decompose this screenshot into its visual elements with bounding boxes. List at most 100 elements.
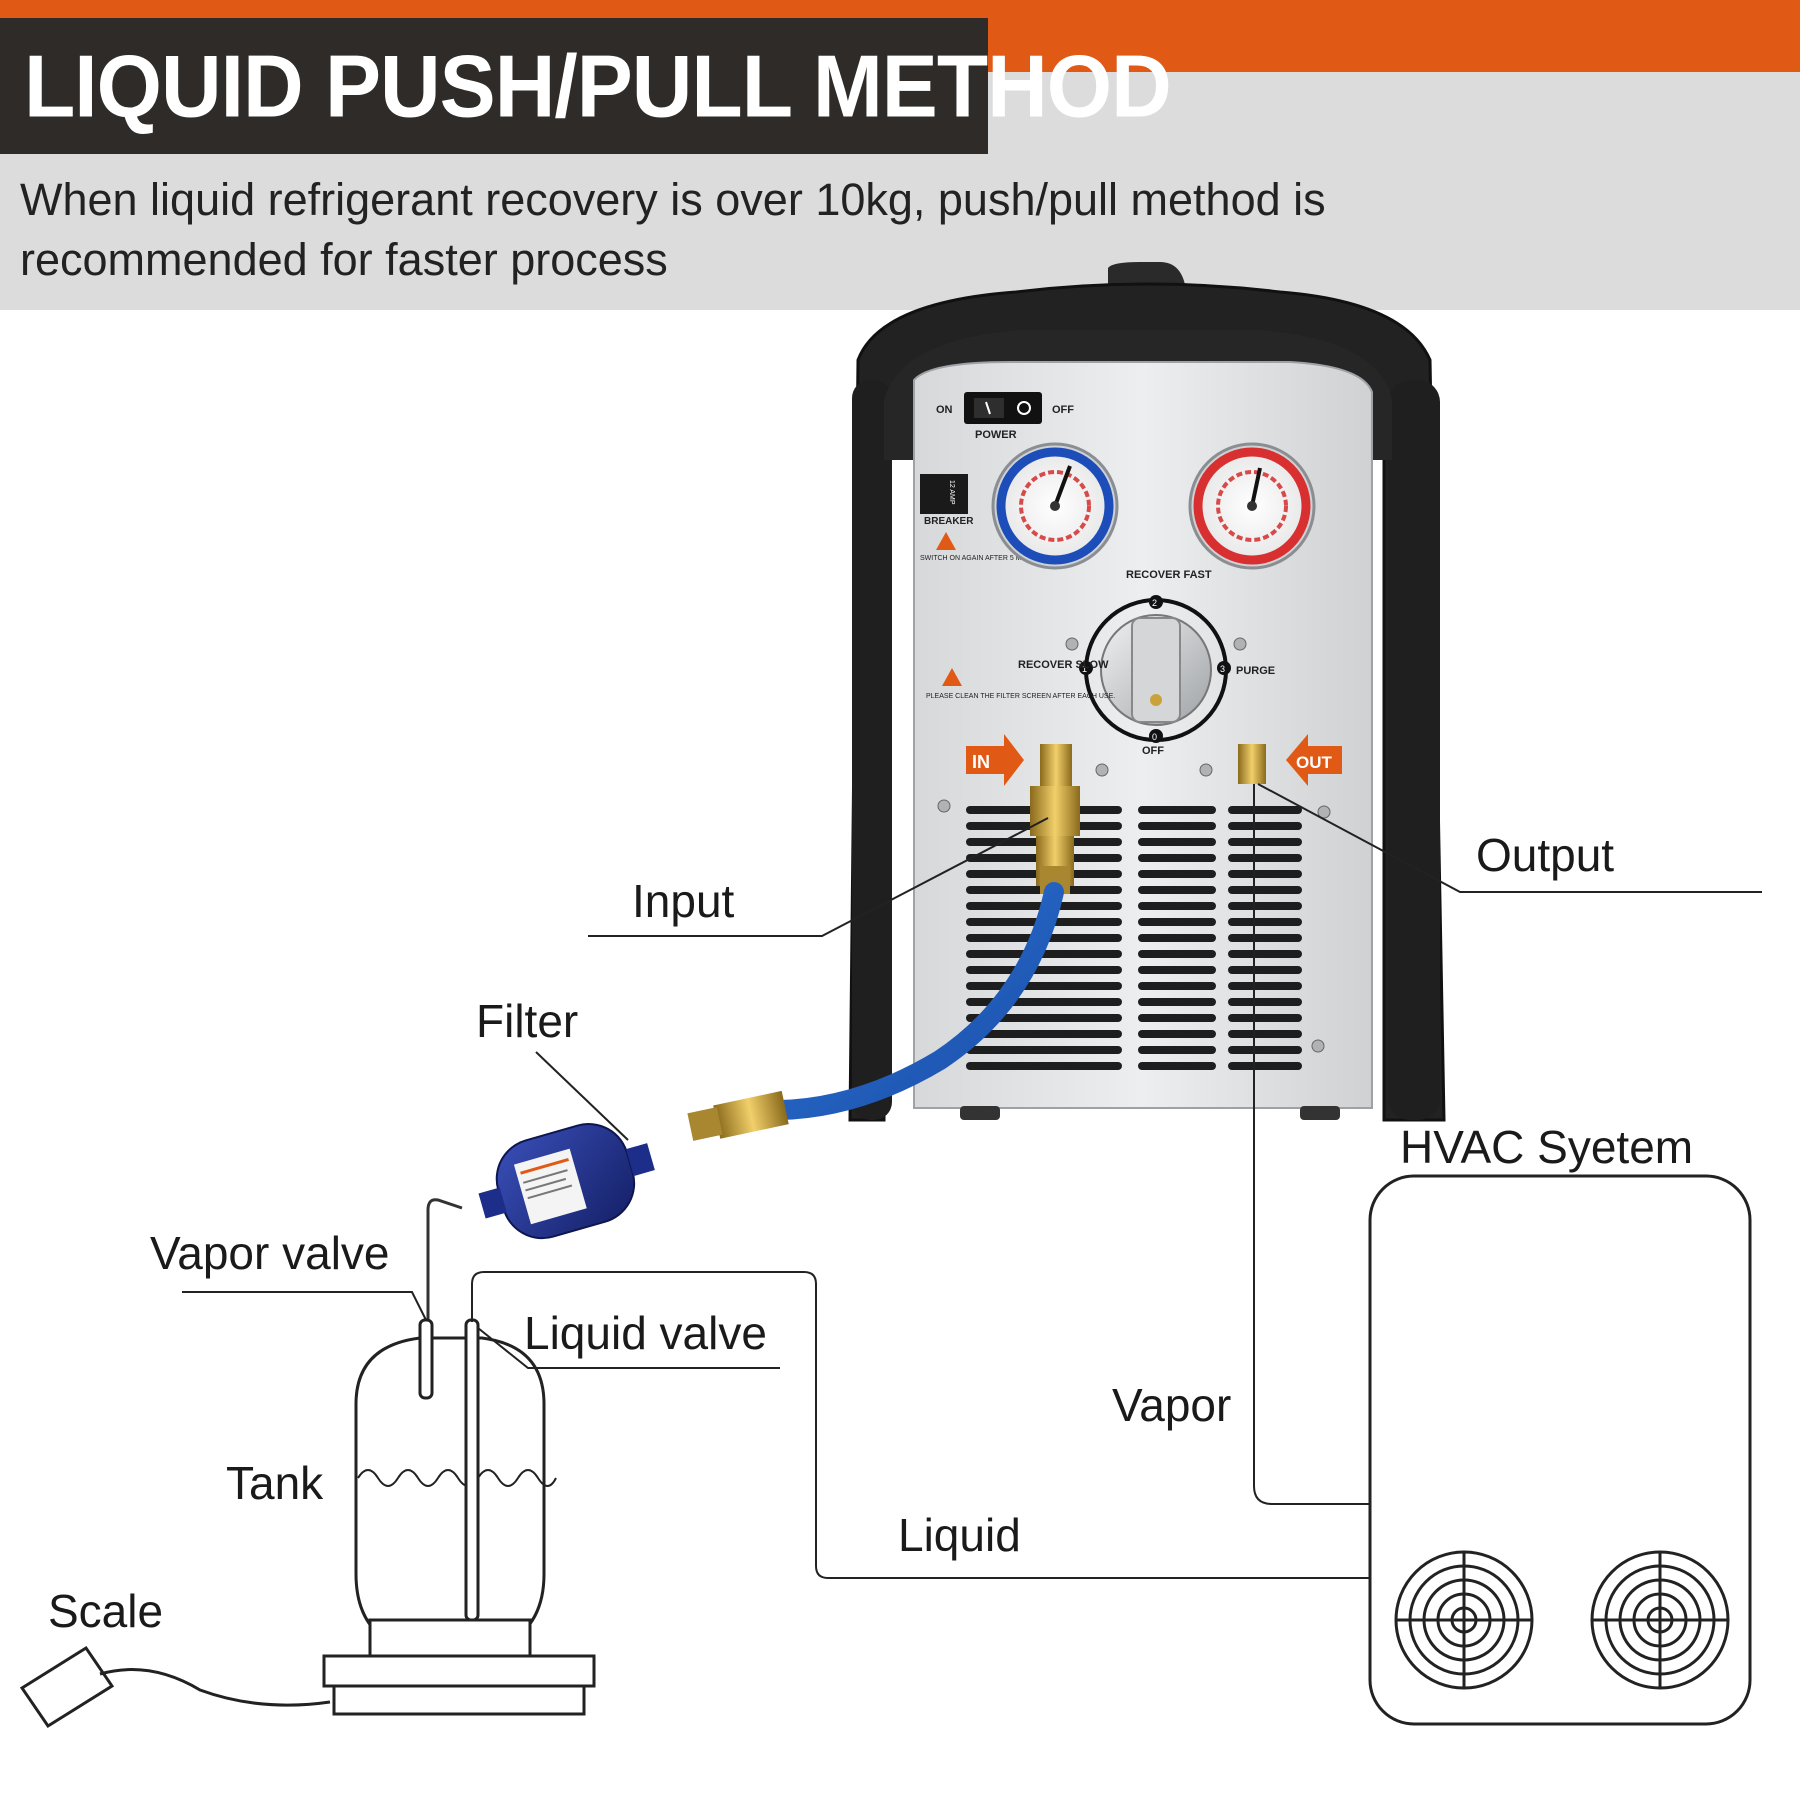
vent-slot xyxy=(1228,806,1302,814)
vent-slot xyxy=(1138,870,1216,878)
vent-slot xyxy=(1228,822,1302,830)
vent-slot xyxy=(966,950,1122,958)
filter-label: Filter xyxy=(476,995,579,1047)
tank-liquid-level xyxy=(357,1469,557,1487)
vent-slot xyxy=(1138,1062,1216,1070)
vent-slot xyxy=(1228,854,1302,862)
vent-slot xyxy=(1138,982,1216,990)
vent-grille xyxy=(966,806,1302,1070)
leader-lines xyxy=(182,783,1762,1369)
vent-slot xyxy=(1228,870,1302,878)
tank-label: Tank xyxy=(226,1457,324,1509)
filter-drier xyxy=(478,1123,655,1240)
tank-body xyxy=(354,1336,546,1658)
low-pressure-gauge xyxy=(991,442,1119,570)
vapor-valve-leader xyxy=(182,1291,429,1325)
filter-warning-text: PLEASE CLEAN THE FILTER SCREEN AFTER EAC… xyxy=(926,693,1115,700)
recovery-machine: ON OFF POWER 12 AMP BREAKER SWITCH ON AG… xyxy=(848,262,1446,1122)
vent-slot xyxy=(966,1046,1122,1054)
vent-slot xyxy=(966,966,1122,974)
out-port-arrow: OUT xyxy=(1286,734,1342,786)
vapor-valve-tube xyxy=(418,1318,434,1400)
vent-slot xyxy=(1228,1030,1302,1038)
vent-slot xyxy=(1138,966,1216,974)
tank xyxy=(354,1318,557,1658)
liquid-valve-tube xyxy=(464,1318,480,1622)
purge-label: PURGE xyxy=(1236,665,1275,677)
vent-slot xyxy=(1138,854,1216,862)
hvac-fan-left xyxy=(1394,1550,1534,1690)
in-label: IN xyxy=(972,752,990,772)
switch-on-label: ON xyxy=(936,404,953,416)
scale-remote xyxy=(19,1645,115,1729)
vent-slot xyxy=(1138,1030,1216,1038)
vent-slot xyxy=(1138,806,1216,814)
vent-slot xyxy=(1228,902,1302,910)
vent-slot xyxy=(1228,950,1302,958)
recover-fast-label: RECOVER FAST xyxy=(1126,569,1212,581)
filter-warning-icon xyxy=(942,668,962,686)
vent-slot xyxy=(966,982,1122,990)
output-leader xyxy=(1257,783,1762,893)
dial-num-1: 1 xyxy=(1082,664,1087,674)
vapor-label: Vapor xyxy=(1112,1379,1232,1431)
vent-slot xyxy=(1228,838,1302,846)
page-title: LIQUID PUSH/PULL METHOD xyxy=(24,36,1172,135)
scale-platform xyxy=(322,1654,596,1688)
switch-off-label: OFF xyxy=(1052,404,1074,416)
in-port-fitting xyxy=(1040,744,1072,788)
vent-slot xyxy=(1138,886,1216,894)
scale xyxy=(19,1645,596,1729)
warning-icon xyxy=(936,532,956,550)
vent-slot xyxy=(1228,934,1302,942)
vent-slot xyxy=(1228,886,1302,894)
breaker-amp-label: 12 AMP xyxy=(948,480,955,505)
recover-slow-label: RECOVER SLOW xyxy=(1018,659,1109,671)
vent-slot xyxy=(1228,966,1302,974)
vent-slot xyxy=(1138,918,1216,926)
tank-base xyxy=(368,1618,532,1658)
vent-slot xyxy=(1138,822,1216,830)
vent-slot xyxy=(1138,950,1216,958)
scale-label: Scale xyxy=(48,1585,164,1637)
out-label: OUT xyxy=(1296,753,1333,772)
switch-warning-text: SWITCH ON AGAIN AFTER 5 MINUTES xyxy=(920,555,1048,562)
hvac-label: HVAC Syetem xyxy=(1400,1121,1694,1173)
hvac-system xyxy=(471,784,1752,1726)
liquid-label: Liquid xyxy=(898,1509,1021,1561)
vent-slot xyxy=(1228,1014,1302,1022)
hvac-unit xyxy=(1368,1174,1752,1726)
vent-slot xyxy=(1138,934,1216,942)
liquid-valve-label: Liquid valve xyxy=(524,1307,767,1359)
vent-slot xyxy=(1138,902,1216,910)
output-label: Output xyxy=(1476,829,1615,881)
liquid-line xyxy=(471,1271,1370,1579)
out-port-fitting xyxy=(1238,744,1266,784)
vent-slot xyxy=(1138,998,1216,1006)
vent-slot xyxy=(1228,982,1302,990)
breaker-switch xyxy=(920,474,968,514)
dial-num-3: 3 xyxy=(1220,664,1225,674)
vent-slot xyxy=(1228,1062,1302,1070)
page-subtitle: When liquid refrigerant recovery is over… xyxy=(20,174,1326,285)
vent-slot xyxy=(1138,838,1216,846)
vent-slot xyxy=(966,1030,1122,1038)
hose-assembly xyxy=(426,786,1080,1330)
vapor-valve-label: Vapor valve xyxy=(150,1227,390,1279)
filter-leader xyxy=(535,1051,629,1141)
vent-slot xyxy=(1228,1046,1302,1054)
input-leader xyxy=(588,817,1049,937)
blue-hose xyxy=(770,882,1064,1120)
dial-num-2: 2 xyxy=(1152,598,1157,608)
breaker-label: BREAKER xyxy=(924,516,974,527)
vent-slot xyxy=(1228,998,1302,1006)
vent-slot xyxy=(1138,1014,1216,1022)
high-pressure-gauge xyxy=(1188,442,1316,570)
input-label: Input xyxy=(632,875,735,927)
vent-slot xyxy=(1228,918,1302,926)
in-port-arrow: IN xyxy=(966,734,1024,786)
vent-slot xyxy=(966,1014,1122,1022)
scale-cable xyxy=(99,1668,331,1707)
title-banner: LIQUID PUSH/PULL METHOD xyxy=(0,18,1172,154)
